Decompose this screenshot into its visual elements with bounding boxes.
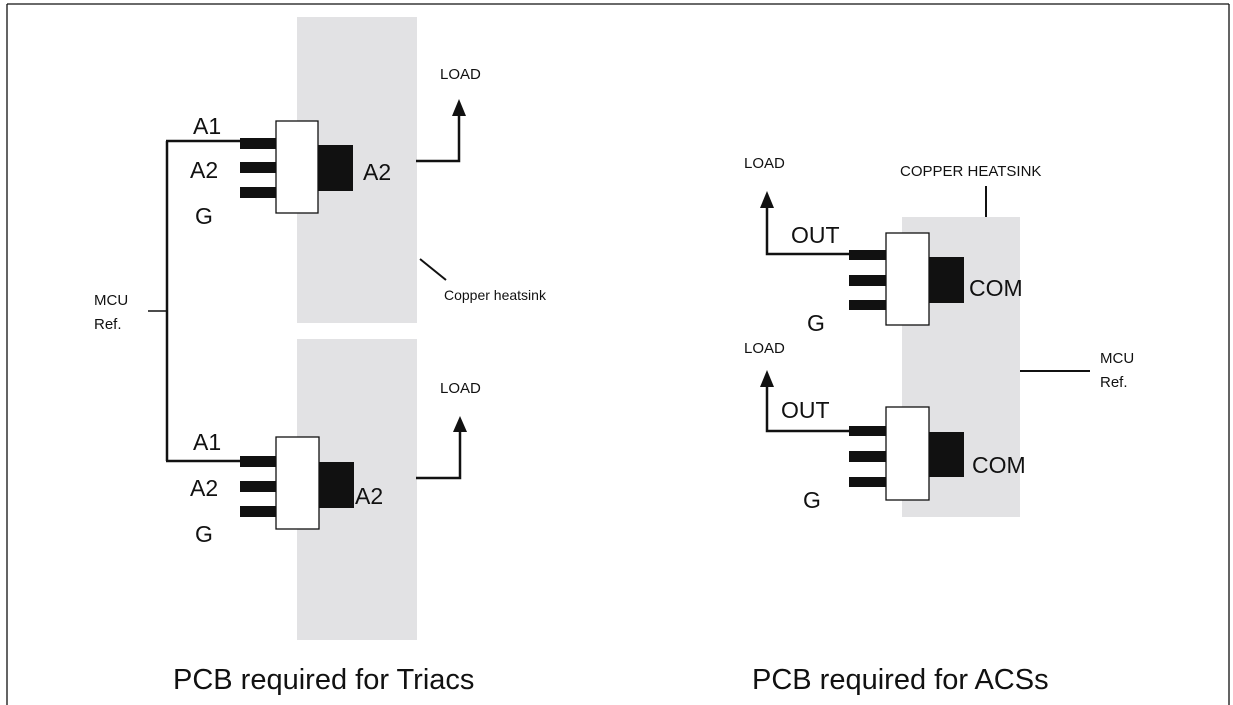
- pin-label-g: G: [803, 487, 821, 513]
- mcu-ref-label: MCU: [1100, 350, 1134, 367]
- triac-tab: [318, 145, 353, 191]
- acs-package-body: [885, 232, 930, 326]
- load-arrow-icon: [760, 191, 774, 208]
- heatsink-label: Copper heatsink: [444, 287, 547, 303]
- triac-package-body: [275, 120, 319, 214]
- mcu-ref-label-line2: Ref.: [1100, 374, 1128, 391]
- load-trace: [765, 385, 849, 433]
- pin-label-g: G: [807, 310, 825, 336]
- load-label: LOAD: [440, 380, 481, 397]
- tab-label-a2: A2: [355, 483, 383, 509]
- triac-pin-a2: [240, 481, 276, 492]
- acs-device-2: OUT G COM LOAD: [744, 340, 1026, 513]
- pin-label-a2: A2: [190, 157, 218, 183]
- acs-tab: [929, 257, 964, 303]
- triac-device-1: A1 A2 G A2 LOAD: [190, 66, 481, 229]
- pin-label-a2: A2: [190, 475, 218, 501]
- triac-pin-a2: [240, 162, 276, 173]
- tab-label-com: COM: [969, 275, 1023, 301]
- load-arrow-icon: [452, 99, 466, 116]
- triac-pin-gate: [240, 506, 276, 517]
- load-label: LOAD: [440, 66, 481, 83]
- mcu-ref-label: MCU: [94, 292, 128, 309]
- pin-label-out: OUT: [781, 397, 830, 423]
- heatsink-callout-line: [419, 258, 447, 281]
- mcu-ref-label-line2: Ref.: [94, 316, 122, 333]
- pin-label-a1: A1: [193, 113, 221, 139]
- triac-package-body: [275, 436, 320, 530]
- pin-label-out: OUT: [791, 222, 840, 248]
- pin-label-a1: A1: [193, 429, 221, 455]
- load-trace: [765, 206, 849, 256]
- load-trace: [416, 114, 461, 163]
- acs-pin-com: [849, 275, 886, 286]
- load-arrow-icon: [760, 370, 774, 387]
- triac-tab: [319, 462, 354, 508]
- acs-pin-out: [849, 250, 886, 260]
- load-label: LOAD: [744, 340, 785, 357]
- tab-label-com: COM: [972, 452, 1026, 478]
- acs-pin-gate: [849, 477, 886, 487]
- acs-pin-gate: [849, 300, 886, 310]
- triac-layout: MCU Ref. A1 A2 G A2 LOAD Copper heatsink: [94, 17, 547, 696]
- acs-pin-out: [849, 426, 886, 436]
- load-label: LOAD: [744, 155, 785, 172]
- load-arrow-icon: [453, 416, 467, 432]
- triac-device-2: A1 A2 G A2 LOAD: [190, 380, 481, 547]
- acs-tab: [929, 432, 964, 477]
- triac-pin-a1: [240, 456, 276, 467]
- acs-package-body: [885, 406, 930, 501]
- load-trace: [416, 430, 462, 480]
- tab-label-a2: A2: [363, 159, 391, 185]
- acs-device-1: OUT G COM LOAD: [744, 155, 1023, 336]
- pin-label-g: G: [195, 203, 213, 229]
- acs-caption: PCB required for ACSs: [752, 664, 1049, 696]
- acs-layout: COPPER HEATSINK MCU Ref. OUT G COM LOAD: [744, 155, 1134, 696]
- acs-pin-com: [849, 451, 886, 462]
- pin-label-g: G: [195, 521, 213, 547]
- triac-caption: PCB required for Triacs: [173, 664, 474, 696]
- triac-pin-gate: [240, 187, 276, 198]
- heatsink-label: COPPER HEATSINK: [900, 163, 1041, 180]
- triac-pin-a1: [240, 138, 276, 149]
